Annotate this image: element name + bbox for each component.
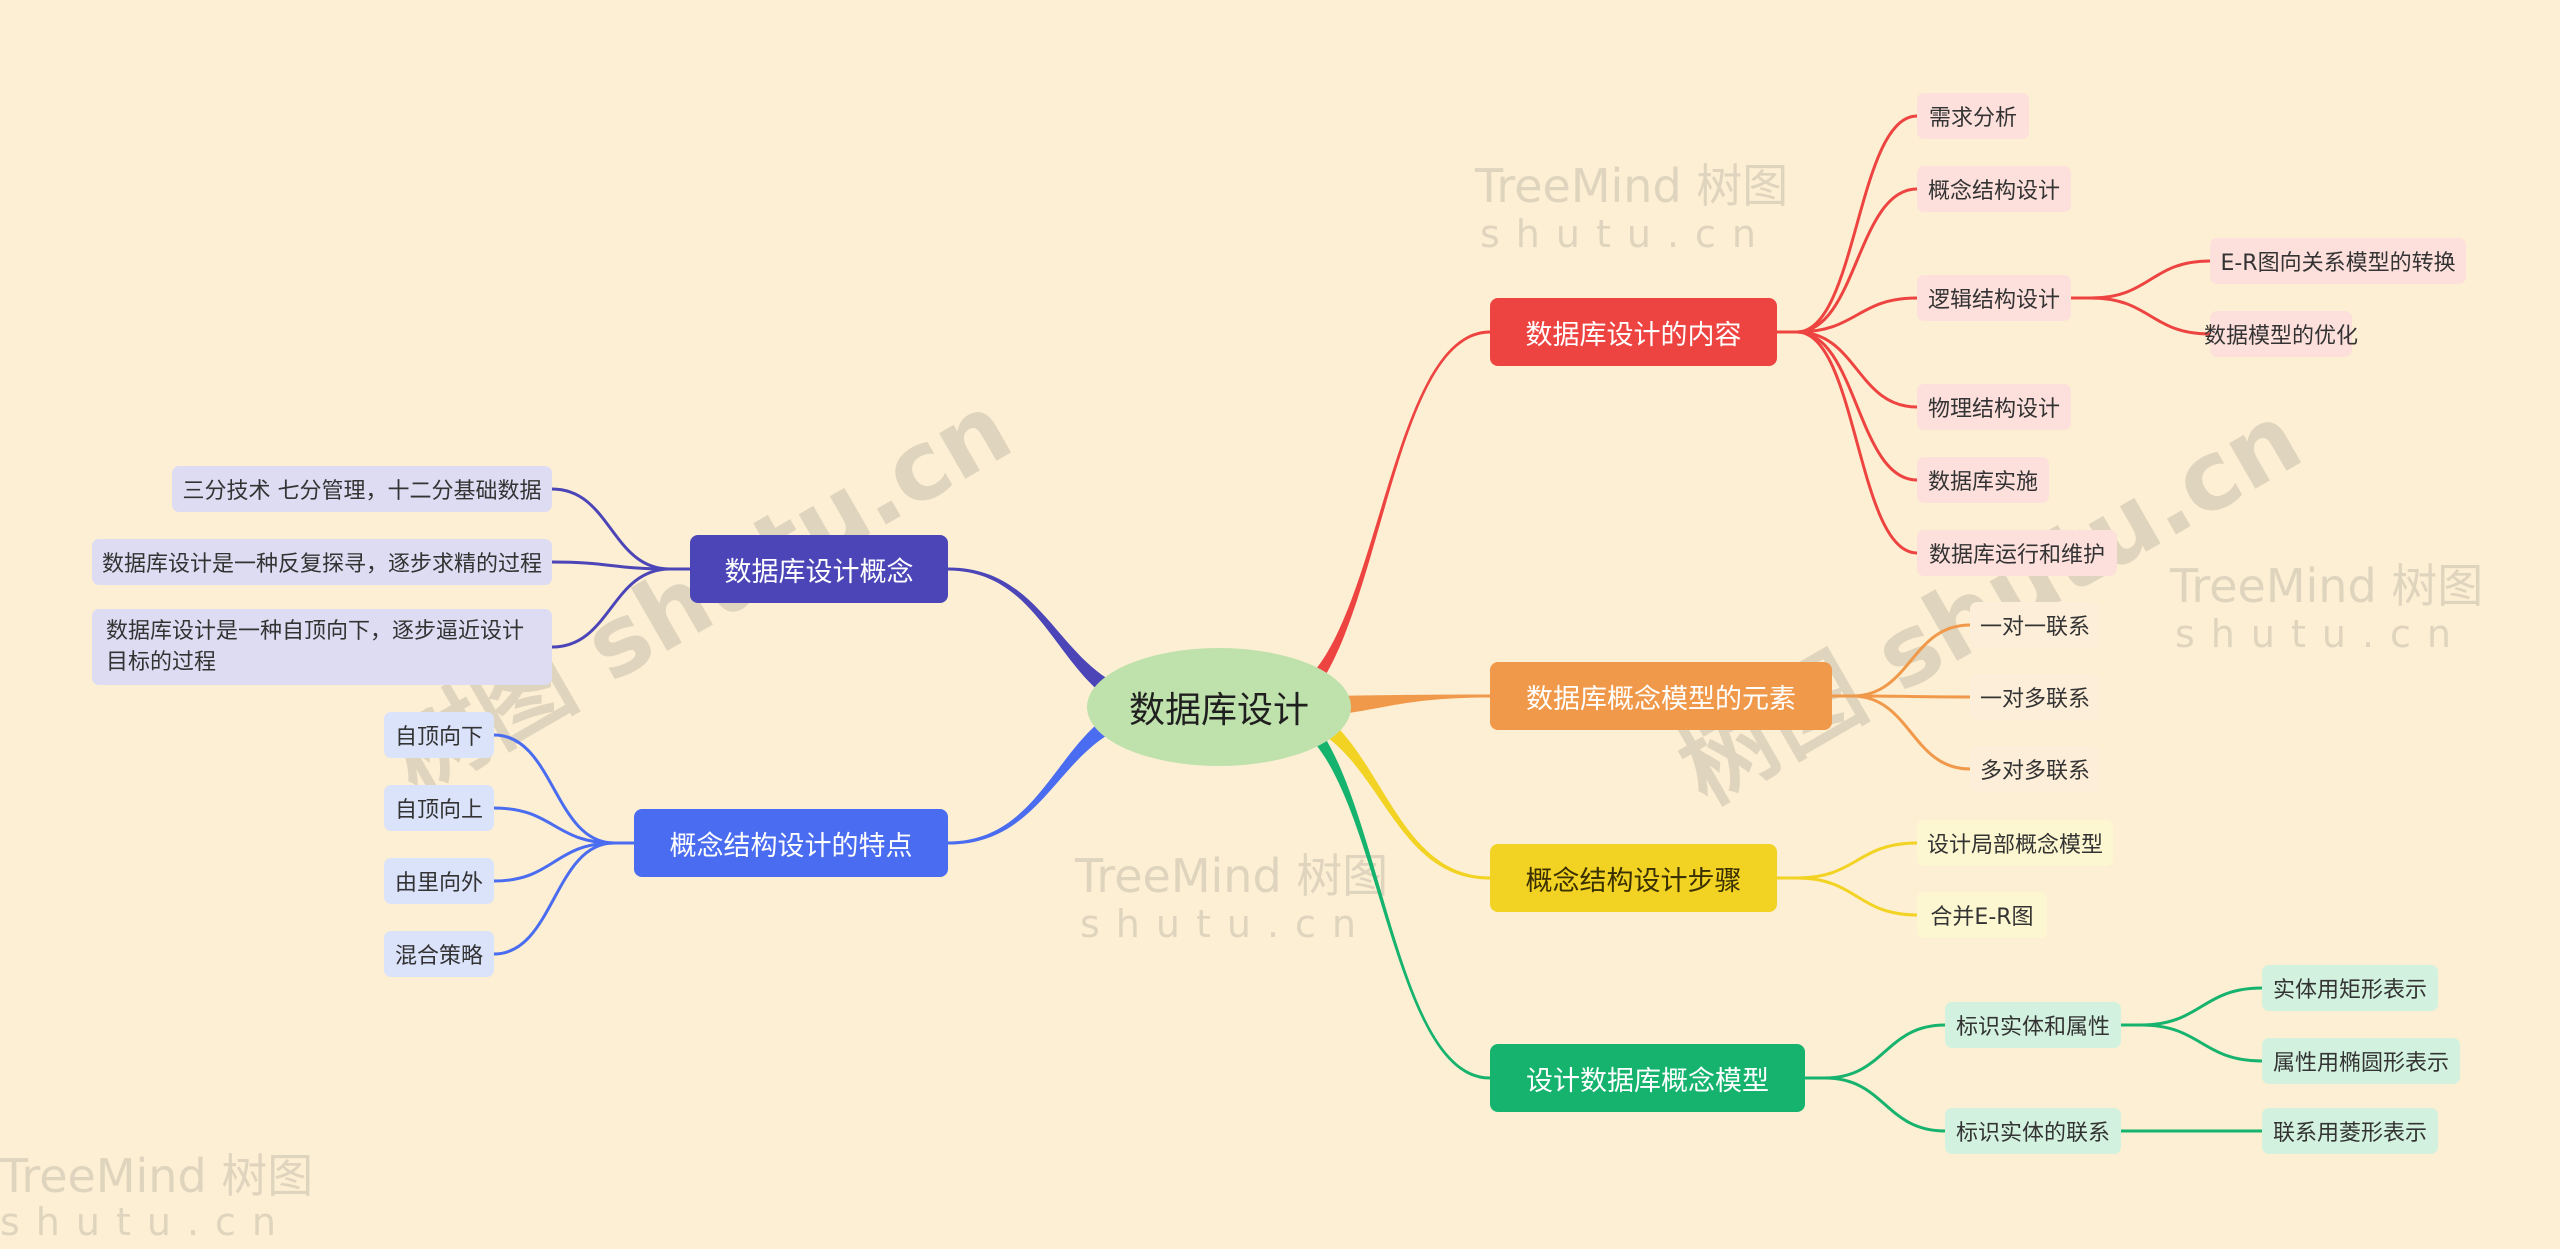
connector-root-features bbox=[948, 696, 1169, 845]
connector-content-1 bbox=[1795, 187, 1919, 334]
node-features-0[interactable]: 自顶向下 bbox=[384, 712, 494, 758]
connector-features-1 bbox=[492, 806, 616, 845]
node-steps-0[interactable]: 设计局部概念模型 bbox=[1917, 820, 2113, 866]
node-concept-0[interactable]: 三分技术 七分管理，十二分基础数据 bbox=[172, 466, 552, 512]
node-design-0-0[interactable]: 实体用矩形表示 bbox=[2262, 965, 2438, 1011]
connector-content-3 bbox=[1795, 330, 1919, 409]
node-concept-1[interactable]: 数据库设计是一种反复探寻，逐步求精的过程 bbox=[92, 539, 552, 585]
node-content-4[interactable]: 数据库实施 bbox=[1917, 457, 2049, 503]
connector-concept-1 bbox=[550, 560, 672, 571]
node-content-1[interactable]: 概念结构设计 bbox=[1917, 166, 2071, 212]
branch-design[interactable]: 设计数据库概念模型 bbox=[1490, 1044, 1805, 1112]
node-content-3[interactable]: 物理结构设计 bbox=[1917, 384, 2071, 430]
connector-design-1 bbox=[1823, 1076, 1947, 1133]
connector-content-4 bbox=[1795, 330, 1919, 482]
connector-design-0-1 bbox=[2139, 1023, 2264, 1063]
connector-content-2-1 bbox=[2089, 296, 2212, 336]
node-content-2[interactable]: 逻辑结构设计 bbox=[1917, 275, 2071, 321]
node-design-0[interactable]: 标识实体和属性 bbox=[1945, 1002, 2121, 1048]
connector-concept-0 bbox=[550, 487, 672, 571]
node-content-0[interactable]: 需求分析 bbox=[1917, 93, 2029, 139]
node-design-1[interactable]: 标识实体的联系 bbox=[1945, 1108, 2121, 1154]
watermark-sub: shutu.cn bbox=[0, 1200, 293, 1244]
node-content-2-1[interactable]: 数据模型的优化 bbox=[2204, 311, 2358, 357]
connector-design-0-0 bbox=[2139, 986, 2264, 1027]
connector-root-steps bbox=[1269, 696, 1490, 880]
branch-content[interactable]: 数据库设计的内容 bbox=[1490, 298, 1777, 366]
connector-root-concept bbox=[948, 567, 1169, 718]
connector-elements-2 bbox=[1850, 694, 1972, 771]
node-content-2-0[interactable]: E-R图向关系模型的转换 bbox=[2210, 238, 2466, 284]
connector-concept-2 bbox=[550, 567, 672, 649]
connector-features-0 bbox=[492, 733, 616, 845]
branch-features[interactable]: 概念结构设计的特点 bbox=[634, 809, 948, 877]
connector-features-3 bbox=[492, 841, 616, 956]
branch-elements[interactable]: 数据库概念模型的元素 bbox=[1490, 662, 1832, 730]
root-node[interactable]: 数据库设计 bbox=[1087, 648, 1351, 766]
watermark-sub: shutu.cn bbox=[1480, 212, 1773, 256]
node-design-1-0[interactable]: 联系用菱形表示 bbox=[2262, 1108, 2438, 1154]
watermark-sub: shutu.cn bbox=[2175, 612, 2468, 656]
node-features-3[interactable]: 混合策略 bbox=[384, 931, 494, 977]
connector-elements-0 bbox=[1850, 623, 1972, 698]
connector-content-5 bbox=[1795, 330, 1919, 555]
connector-design-0 bbox=[1823, 1023, 1947, 1080]
node-design-0-1[interactable]: 属性用椭圆形表示 bbox=[2262, 1038, 2460, 1084]
node-features-1[interactable]: 自顶向上 bbox=[384, 785, 494, 831]
connector-content-2-0 bbox=[2089, 259, 2212, 300]
connector-steps-1 bbox=[1795, 876, 1919, 917]
node-elements-2[interactable]: 多对多联系 bbox=[1970, 746, 2100, 792]
connector-features-2 bbox=[492, 841, 616, 883]
watermark-sub: shutu.cn bbox=[1080, 902, 1373, 946]
node-features-2[interactable]: 由里向外 bbox=[384, 858, 494, 904]
connector-content-0 bbox=[1795, 114, 1919, 334]
watermark-brand: TreeMind 树图 bbox=[1475, 159, 1789, 213]
node-content-5[interactable]: 数据库运行和维护 bbox=[1917, 530, 2117, 576]
watermark-brand: TreeMind 树图 bbox=[1075, 849, 1389, 903]
connector-root-design bbox=[1269, 696, 1490, 1080]
branch-concept[interactable]: 数据库设计概念 bbox=[690, 535, 948, 603]
connector-elements-1 bbox=[1850, 694, 1972, 699]
node-steps-1[interactable]: 合并E-R图 bbox=[1917, 892, 2047, 938]
connector-steps-0 bbox=[1795, 841, 1919, 880]
branch-steps[interactable]: 概念结构设计步骤 bbox=[1490, 844, 1777, 912]
watermark-brand: TreeMind 树图 bbox=[0, 1149, 314, 1203]
connector-content-2 bbox=[1795, 296, 1919, 334]
node-concept-2[interactable]: 数据库设计是一种自顶向下，逐步逼近设计目标的过程 bbox=[92, 609, 552, 685]
connector-root-content bbox=[1269, 330, 1490, 718]
node-elements-0[interactable]: 一对一联系 bbox=[1970, 602, 2100, 648]
watermark-brand: TreeMind 树图 bbox=[2170, 559, 2484, 613]
node-elements-1[interactable]: 一对多联系 bbox=[1970, 674, 2100, 720]
